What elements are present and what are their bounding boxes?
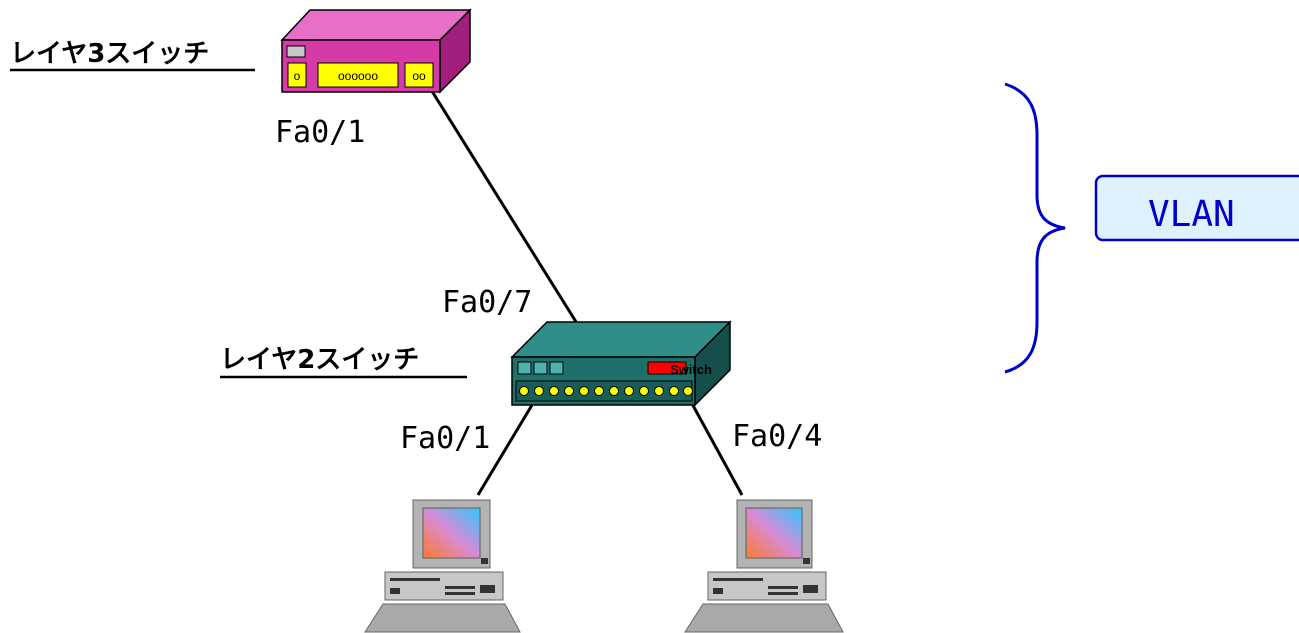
l3-port-b-label: oooooo [338, 69, 378, 83]
l3-port-a-label: o [294, 69, 301, 83]
l2-port-right-label: Fa0/4 [732, 419, 822, 454]
l2-switch-icon: Switch [510, 320, 732, 407]
l3-switch-label: レイヤ3スイッチ [10, 39, 209, 69]
switch-badge: Switch [670, 362, 712, 377]
link-l3-to-l2 [428, 87, 580, 326]
pc-right-icon [684, 499, 844, 633]
vlan-bracket [1004, 82, 1066, 374]
l3-port-label: Fa0/1 [275, 115, 365, 150]
l3-switch-icon: o oooooo oo [280, 8, 472, 94]
vlan-box [1094, 174, 1299, 242]
vlan-label: VLAN [1148, 194, 1235, 235]
link-l2-to-pc-left [476, 399, 537, 496]
l2-uplink-port-label: Fa0/7 [442, 285, 532, 320]
l3-port-c-label: oo [412, 69, 426, 83]
l2-switch-label: レイヤ2スイッチ [220, 345, 419, 375]
l2-port-left-label: Fa0/1 [400, 421, 490, 456]
link-l2-to-pc-right [688, 399, 744, 496]
pc-left-icon [364, 499, 521, 633]
